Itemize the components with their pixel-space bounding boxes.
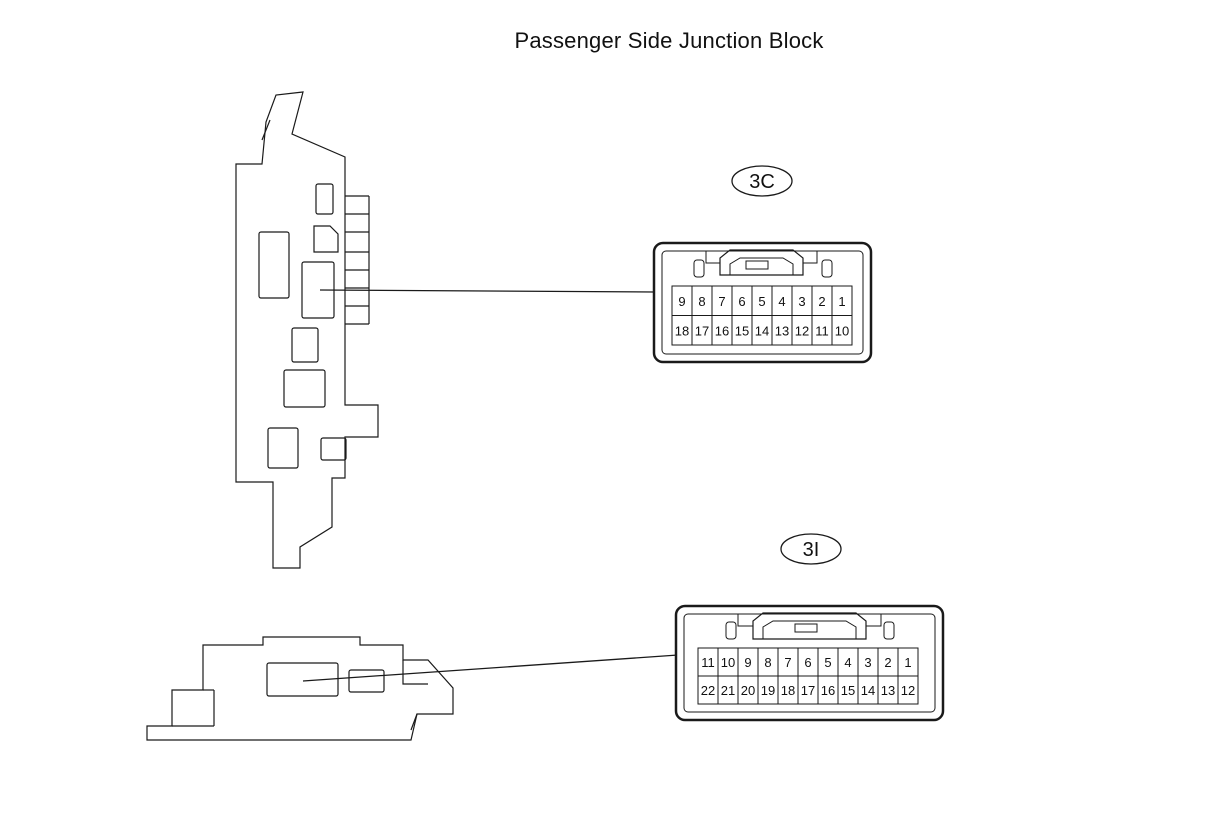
pin-3i-21: 21 <box>721 683 735 698</box>
junction-block-side-view <box>235 91 379 569</box>
pin-3c-17: 17 <box>695 323 709 338</box>
pin-3c-13: 13 <box>775 323 789 338</box>
pin-3i-12: 12 <box>901 683 915 698</box>
connector-3i-label: 3I <box>803 539 820 561</box>
pin-3c-12: 12 <box>795 323 809 338</box>
pin-3i-6: 6 <box>804 655 811 670</box>
pin-3i-4: 4 <box>844 655 851 670</box>
connector-3c-label: 3C <box>749 171 775 193</box>
pin-3c-6: 6 <box>738 294 745 309</box>
pin-3c-14: 14 <box>755 323 769 338</box>
pin-3i-19: 19 <box>761 683 775 698</box>
pin-3i-7: 7 <box>784 655 791 670</box>
pin-3c-10: 10 <box>835 323 849 338</box>
connector-3i-badge <box>780 533 842 565</box>
leader-line-3c <box>319 289 656 293</box>
pin-3c-9: 9 <box>678 294 685 309</box>
pin-3i-9: 9 <box>744 655 751 670</box>
junction-block-top-view <box>146 636 454 741</box>
pin-3i-3: 3 <box>864 655 871 670</box>
pin-3c-7: 7 <box>718 294 725 309</box>
pin-3i-11: 11 <box>701 655 715 670</box>
diagram-title: Passenger Side Junction Block <box>514 28 824 53</box>
pin-3i-8: 8 <box>764 655 771 670</box>
connector-3c-badge <box>731 165 793 197</box>
pin-3c-8: 8 <box>698 294 705 309</box>
pin-3c-4: 4 <box>778 294 785 309</box>
pin-3i-10: 10 <box>721 655 735 670</box>
pin-3i-13: 13 <box>881 683 895 698</box>
pin-3c-11: 11 <box>815 323 829 338</box>
leader-line-3i <box>302 654 679 682</box>
pin-3i-5: 5 <box>824 655 831 670</box>
pin-3i-18: 18 <box>781 683 795 698</box>
pin-3c-5: 5 <box>758 294 765 309</box>
pin-3c-1: 1 <box>838 294 845 309</box>
pin-3c-2: 2 <box>818 294 825 309</box>
pin-3i-2: 2 <box>884 655 891 670</box>
pin-3i-17: 17 <box>801 683 815 698</box>
pin-3i-14: 14 <box>861 683 875 698</box>
pin-3i-16: 16 <box>821 683 835 698</box>
pin-3c-3: 3 <box>798 294 805 309</box>
pin-3c-16: 16 <box>715 323 729 338</box>
pin-3i-15: 15 <box>841 683 855 698</box>
pin-3i-20: 20 <box>741 683 755 698</box>
pin-3i-22: 22 <box>701 683 715 698</box>
pin-3c-15: 15 <box>735 323 749 338</box>
pin-3i-1: 1 <box>904 655 911 670</box>
pin-3c-18: 18 <box>675 323 689 338</box>
